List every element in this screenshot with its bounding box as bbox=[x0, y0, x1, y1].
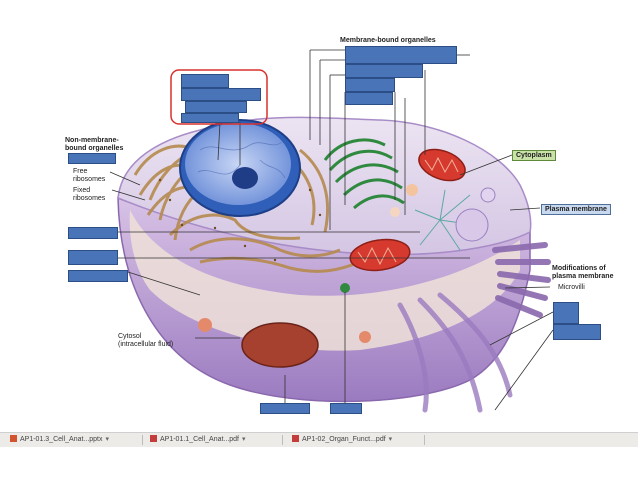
blank-label-box bbox=[553, 302, 579, 324]
label-non-membrane-bound: Non-membrane- bound organelles bbox=[65, 137, 124, 152]
chevron-down-icon: ▾ bbox=[242, 436, 246, 443]
label-modifications: Modifications of plasma membrane bbox=[552, 265, 614, 280]
blank-label-box bbox=[345, 64, 423, 78]
download-tab-3[interactable]: AP1-02_Organ_Funct...pdf▾ bbox=[292, 435, 425, 445]
nucleus bbox=[185, 123, 291, 205]
download-tab-1[interactable]: AP1-01.3_Cell_Anat...pptx▾ bbox=[10, 435, 143, 445]
golgi-apparatus bbox=[323, 138, 405, 210]
vesicle bbox=[359, 331, 371, 343]
chevron-down-icon: ▾ bbox=[105, 436, 110, 443]
download-bar: AP1-01.3_Cell_Anat...pptx▾ AP1-01.1_Cell… bbox=[0, 432, 638, 447]
blank-label-box bbox=[68, 153, 116, 164]
download-tab-label: AP1-01.3_Cell_Anat...pptx bbox=[20, 436, 103, 443]
blank-label-box bbox=[181, 74, 229, 88]
blank-label-box bbox=[345, 78, 395, 92]
chromatin bbox=[197, 141, 286, 179]
blank-label-box bbox=[181, 113, 239, 123]
label-fixed-ribosomes: Fixed ribosomes bbox=[73, 187, 106, 202]
lysosome bbox=[455, 208, 489, 242]
blank-label-box bbox=[553, 324, 601, 340]
blank-label-box bbox=[260, 403, 310, 414]
blank-label-box bbox=[330, 403, 362, 414]
label-microvilli: Microvilli bbox=[558, 284, 585, 291]
vesicle bbox=[390, 207, 400, 217]
blank-label-box bbox=[345, 46, 457, 64]
download-tab-2[interactable]: AP1-01.1_Cell_Anat...pdf▾ bbox=[150, 435, 283, 445]
leader-lines bbox=[109, 49, 554, 411]
label-free-ribosomes: Free ribosomes bbox=[73, 168, 106, 183]
blank-label-box bbox=[185, 101, 247, 113]
lower-organelle bbox=[241, 322, 319, 368]
blank-label-box bbox=[68, 270, 128, 282]
label-membrane-bound: Membrane-bound organelles bbox=[340, 37, 436, 44]
microvilli-projections bbox=[492, 242, 551, 318]
vesicle bbox=[198, 318, 212, 332]
vesicle bbox=[406, 184, 418, 196]
blank-label-box bbox=[181, 88, 261, 101]
chevron-down-icon: ▾ bbox=[388, 436, 393, 443]
pdf-file-icon bbox=[150, 435, 157, 442]
cytoskeleton-fibers bbox=[397, 292, 513, 413]
vesicle bbox=[340, 283, 350, 293]
label-cytosol: Cytosol (intracellular fluid) bbox=[118, 333, 174, 348]
pptx-file-icon bbox=[10, 435, 17, 442]
blank-label-box bbox=[68, 227, 118, 239]
download-tab-label: AP1-01.1_Cell_Anat...pdf bbox=[160, 436, 239, 443]
blank-label-box bbox=[68, 250, 118, 265]
pdf-file-icon bbox=[292, 435, 299, 442]
download-tab-label: AP1-02_Organ_Funct...pdf bbox=[302, 436, 386, 443]
ribosome-dots bbox=[158, 158, 322, 262]
label-cytoplasm: Cytoplasm bbox=[512, 150, 556, 161]
highlight-box bbox=[170, 69, 268, 125]
cell-cut-face bbox=[129, 210, 520, 351]
blank-label-box bbox=[345, 92, 393, 105]
peroxisome bbox=[480, 187, 496, 203]
nucleolus bbox=[232, 167, 258, 189]
label-plasma-membrane: Plasma membrane bbox=[541, 204, 611, 215]
